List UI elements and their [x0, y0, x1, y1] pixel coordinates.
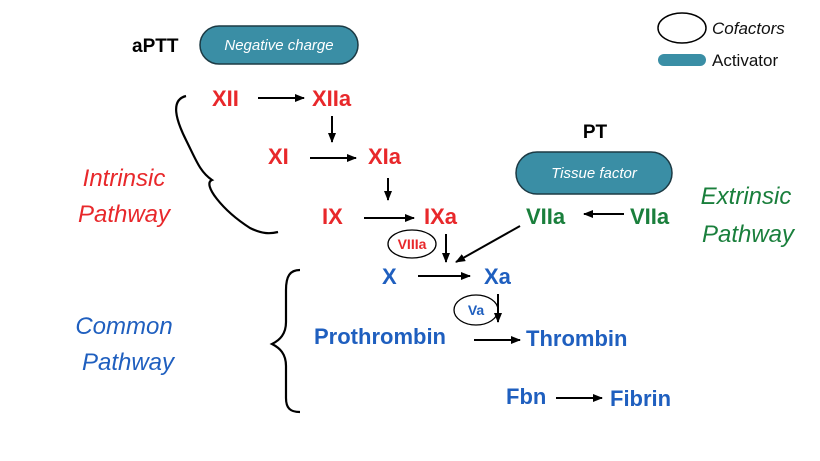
extrinsic-pathway-label: Extrinsic: [701, 183, 792, 210]
legend-cofactors-label: Cofactors: [712, 19, 785, 38]
cofactor-va: Va: [468, 302, 485, 318]
tissue-factor-label: Tissue factor: [551, 165, 638, 182]
legend: Cofactors Activator: [657, 12, 785, 70]
intrinsic-pathway-label: Intrinsic: [83, 165, 166, 192]
intrinsic-pathway-label-2: Pathway: [78, 201, 172, 228]
factor-vii: VIIa: [630, 204, 670, 229]
extrinsic-pathway-label-2: Pathway: [702, 221, 796, 248]
thrombin: Thrombin: [526, 326, 627, 351]
legend-cofactor-ellipse: [657, 12, 707, 44]
aptt-heading: aPTT: [132, 36, 179, 57]
common-brace: [269, 268, 301, 414]
factor-ix: IX: [322, 204, 343, 229]
intrinsic-brace: [175, 94, 279, 235]
arrow-viia-to-x: [455, 225, 521, 263]
legend-activator-swatch: [658, 54, 706, 66]
common-pathway-label-2: Pathway: [82, 349, 176, 376]
common-pathway-label: Common: [75, 313, 172, 340]
factor-xa: Xa: [484, 264, 512, 289]
factor-xiia: XIIa: [312, 86, 352, 111]
factor-xi: XI: [268, 144, 289, 169]
cofactor-viiia: VIIIa: [398, 236, 427, 252]
tissue-factor-activator: [515, 151, 673, 195]
factor-x: X: [382, 264, 397, 289]
negative-charge-label: Negative charge: [224, 37, 333, 54]
factor-xii: XII: [212, 86, 239, 111]
fibrinogen: Fbn: [506, 384, 546, 409]
fibrin: Fibrin: [610, 386, 671, 411]
factor-ixa: IXa: [424, 204, 458, 229]
factor-viia-active: VIIa: [526, 204, 566, 229]
legend-activator-label: Activator: [712, 51, 778, 70]
cofactor-viiia-ellipse: [387, 229, 437, 259]
prothrombin: Prothrombin: [314, 324, 446, 349]
pt-heading: PT: [583, 122, 608, 143]
negative-charge-activator: [199, 25, 359, 65]
factor-xia: XIa: [368, 144, 402, 169]
